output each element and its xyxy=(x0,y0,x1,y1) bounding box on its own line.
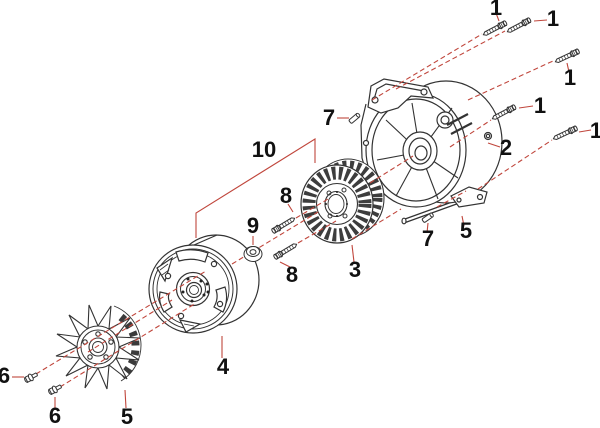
callout-1-a: 1 xyxy=(489,0,503,20)
callout-3: 3 xyxy=(348,257,362,282)
flange-nut-drawing xyxy=(243,246,263,262)
callout-4: 4 xyxy=(216,354,230,379)
bolt-1a-drawing xyxy=(481,19,509,39)
bolt-1c-drawing xyxy=(553,47,581,66)
bolt-1b-drawing xyxy=(505,16,533,36)
pin-7a-drawing xyxy=(348,112,362,125)
callout-8-a: 8 xyxy=(279,183,293,208)
callout-8-b: 8 xyxy=(285,262,299,287)
callout-1-e: 1 xyxy=(589,118,600,143)
callout-5-fan: 5 xyxy=(120,404,134,428)
callout-5-housing: 5 xyxy=(459,218,473,243)
callout-7-a: 7 xyxy=(322,105,336,130)
callout-leader-lines xyxy=(12,12,592,410)
callout-9: 9 xyxy=(246,213,260,238)
blower-housing-drawing xyxy=(360,78,503,225)
callout-6-b: 6 xyxy=(48,403,62,428)
flywheel-drawing xyxy=(148,234,260,334)
callout-2: 2 xyxy=(499,135,513,160)
callout-1-c: 1 xyxy=(563,65,577,90)
callout-6-a: 6 xyxy=(0,363,11,388)
bolt-8a-drawing xyxy=(270,215,297,235)
callout-7-b: 7 xyxy=(421,226,435,251)
bolt-1e-drawing xyxy=(551,124,579,143)
callout-10: 10 xyxy=(251,137,277,162)
fan-drawing xyxy=(55,304,142,390)
bolt-6b-drawing xyxy=(46,382,64,397)
callout-1-d: 1 xyxy=(533,93,547,118)
assembly-axis-lines xyxy=(35,30,554,388)
callout-1-b: 1 xyxy=(546,6,560,31)
bolt-8b-drawing xyxy=(272,241,299,261)
stator-drawing xyxy=(300,158,385,244)
bolt-6a-drawing xyxy=(22,370,40,385)
